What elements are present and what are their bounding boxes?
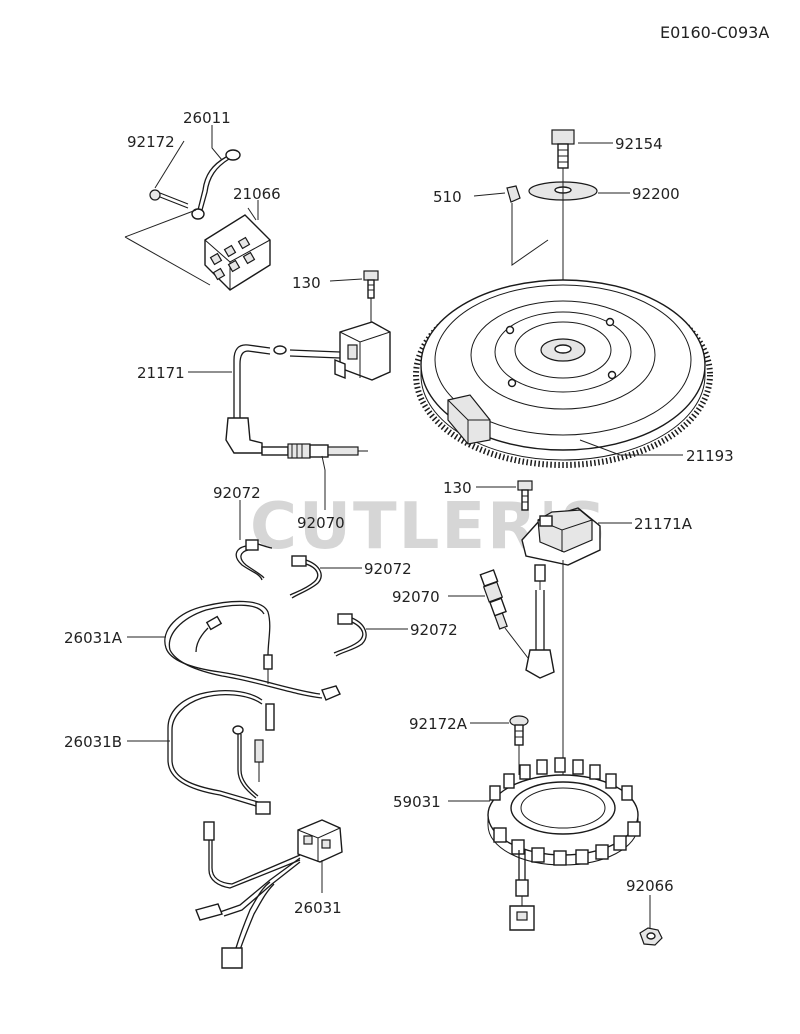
bolt-130-top-drawing xyxy=(363,270,379,322)
label-130-top: 130 xyxy=(292,274,321,292)
harness-26031A-drawing xyxy=(164,600,341,701)
label-92072-c: 92072 xyxy=(410,621,458,639)
nut-92066-drawing xyxy=(639,895,663,946)
label-21171A: 21171A xyxy=(634,515,693,533)
spark-plug-92070-left-drawing xyxy=(261,443,368,459)
label-92172: 92172 xyxy=(127,133,175,151)
regulator-group xyxy=(124,149,271,291)
label-26031B: 26031B xyxy=(64,733,122,751)
stator-poles xyxy=(489,757,641,866)
part-labels: 26011 92172 21066 130 21171 92154 510 92… xyxy=(64,109,734,917)
label-26031: 26031 xyxy=(294,899,342,917)
label-92154: 92154 xyxy=(615,135,663,153)
ignition-coil-21171A-group xyxy=(479,480,601,679)
flywheel-group xyxy=(413,129,713,468)
label-21066: 21066 xyxy=(233,185,281,203)
coil-body-left-drawing xyxy=(334,321,391,381)
label-21171: 21171 xyxy=(137,364,185,382)
regulator-21066-drawing xyxy=(204,214,271,291)
bolt-92154-drawing xyxy=(551,129,575,169)
screw-92172A-drawing xyxy=(509,715,529,746)
clamp-92072-a-drawing xyxy=(235,539,273,581)
spark-plug-92070-right-drawing xyxy=(479,569,508,630)
label-92172A: 92172A xyxy=(409,715,468,733)
label-26011: 26011 xyxy=(183,109,231,127)
label-510: 510 xyxy=(433,188,462,206)
label-92200: 92200 xyxy=(632,185,680,203)
screw-92172-drawing xyxy=(149,189,189,209)
label-92070-left: 92070 xyxy=(297,514,345,532)
label-130-right: 130 xyxy=(443,479,472,497)
clamp-92072-b-drawing xyxy=(289,555,322,599)
label-59031: 59031 xyxy=(393,793,441,811)
harness-26031-drawing xyxy=(195,819,343,969)
key-510-drawing xyxy=(506,185,521,203)
label-92070-right: 92070 xyxy=(392,588,440,606)
ignition-coil-21171-group xyxy=(225,270,391,459)
label-92072-b: 92072 xyxy=(364,560,412,578)
label-92072-a: 92072 xyxy=(213,484,261,502)
label-26031A: 26031A xyxy=(64,629,123,647)
bolt-130-right-drawing xyxy=(517,480,533,511)
harness-26031B-drawing xyxy=(167,690,275,815)
stator-group xyxy=(487,560,641,931)
diagram-code: E0160-C093A xyxy=(660,23,769,42)
label-21193: 21193 xyxy=(686,447,734,465)
clamp-92072-c-drawing xyxy=(333,613,367,657)
label-92066: 92066 xyxy=(626,877,674,895)
ground-wire-26011-drawing xyxy=(191,149,241,220)
leader-lines xyxy=(127,125,683,893)
